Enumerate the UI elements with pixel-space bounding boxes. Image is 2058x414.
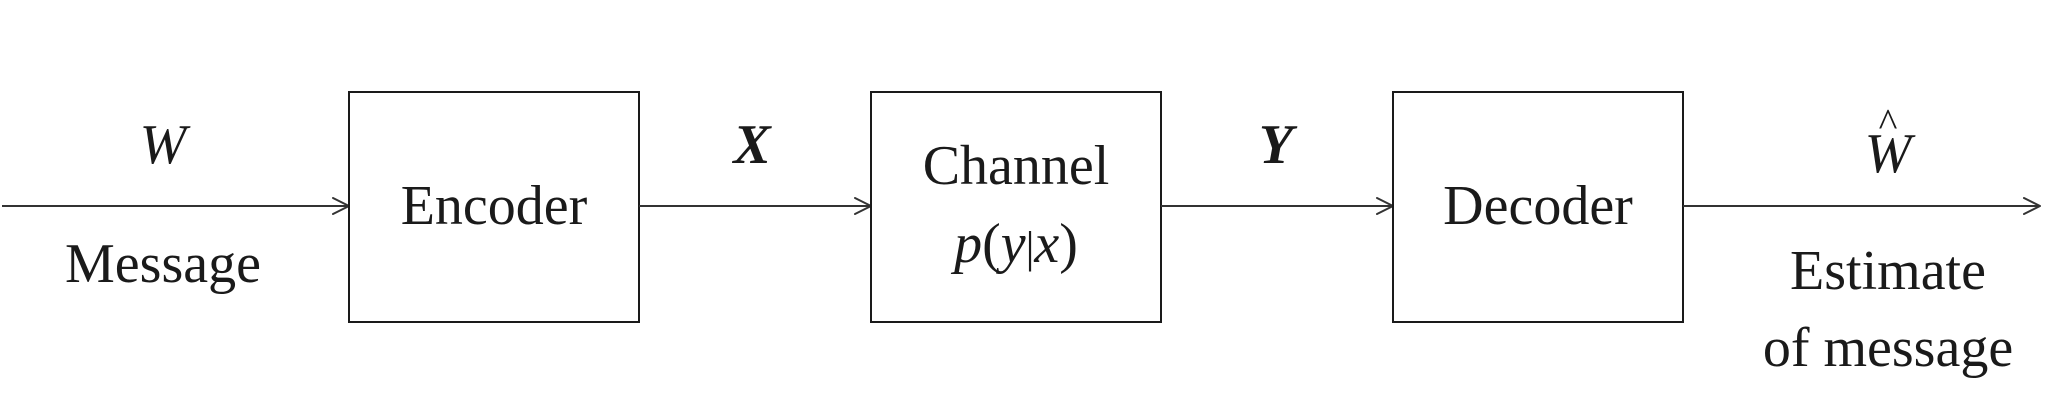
formula-x: x xyxy=(1033,213,1059,275)
channel-label: Channel xyxy=(923,135,1110,197)
formula-open-paren: ( xyxy=(982,213,1001,275)
encoder-label: Encoder xyxy=(401,175,588,237)
output-label-line2: of message xyxy=(1763,317,2013,379)
channel-formula: p(y|x) xyxy=(950,213,1078,275)
output-symbol: W xyxy=(1865,123,1916,185)
output-arrow xyxy=(1683,197,2041,215)
formula-close-paren: ) xyxy=(1059,213,1078,275)
decoder-label: Decoder xyxy=(1443,175,1633,237)
input-symbol: W xyxy=(140,114,191,176)
encoded-signal-symbol: X xyxy=(731,114,772,176)
output-label-line1: Estimate xyxy=(1790,240,1986,302)
formula-p: p xyxy=(950,213,982,275)
input-arrow xyxy=(2,197,350,215)
channel-block: Channel p(y|x) xyxy=(870,91,1162,323)
encoded-signal-arrow xyxy=(639,197,872,215)
decoder-block: Decoder xyxy=(1392,91,1684,323)
encoder-block: Encoder xyxy=(348,91,640,323)
formula-bar: | xyxy=(1026,223,1035,272)
output-symbol-hat: ^ xyxy=(1879,100,1898,145)
received-signal-symbol: Y xyxy=(1259,114,1298,176)
input-label: Message xyxy=(65,233,261,295)
formula-y: y xyxy=(996,213,1026,275)
received-signal-arrow xyxy=(1161,197,1394,215)
